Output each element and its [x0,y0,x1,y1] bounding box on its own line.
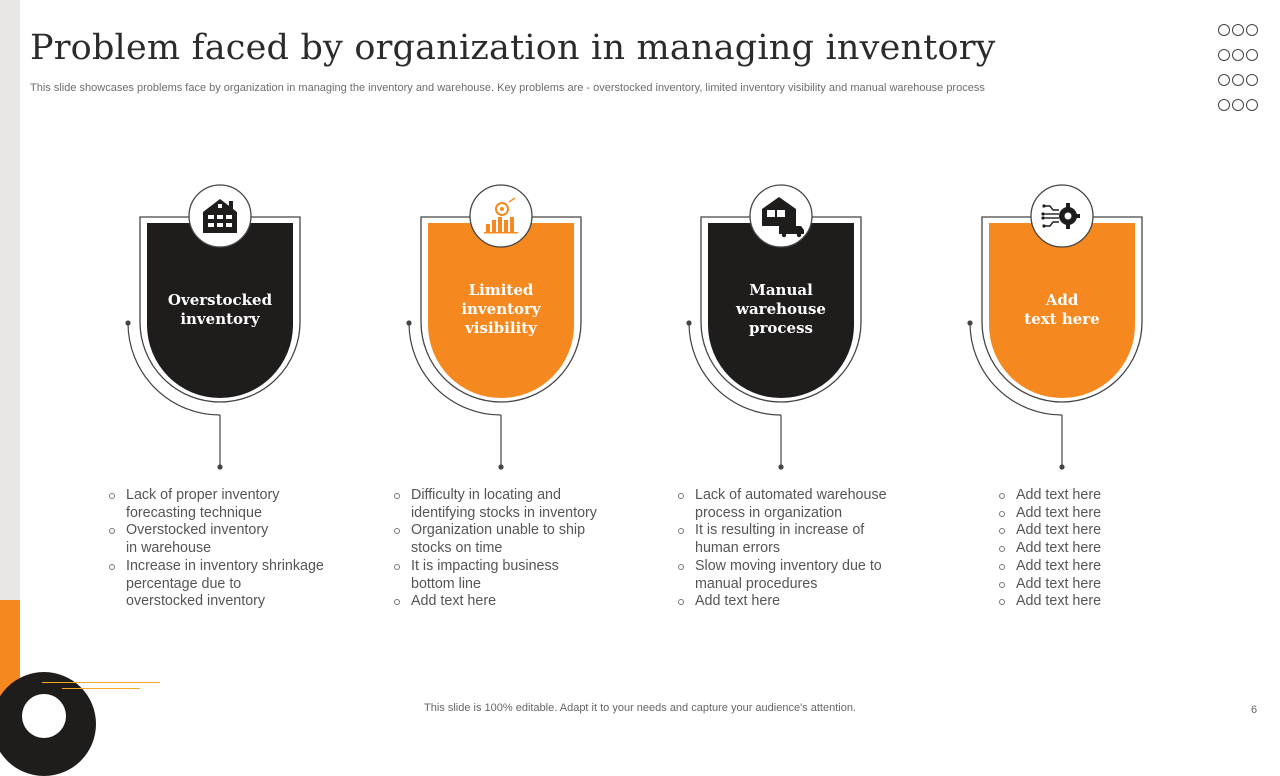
list-item: Add text here [998,522,1101,540]
inventory-chart-icon [471,186,531,246]
decorative-line [62,688,140,689]
list-item: Add text here [998,576,1101,594]
list-item: Add text here [998,593,1101,611]
decorative-line [42,682,160,683]
list-item: Add text here [998,540,1101,558]
dot-grid-decoration [1218,24,1266,124]
stem-dot [498,464,504,470]
card-shield [708,223,854,398]
slide-subtitle: This slide showcases problems face by or… [30,82,985,94]
left-accent-strip [0,0,20,720]
stem-dot [217,464,223,470]
arc-dot [125,320,131,326]
list-item: Add text here [998,558,1101,576]
list-item: Add text here [393,593,597,611]
list-item: Add text here [677,593,887,611]
icon-circle [469,184,533,248]
digital-gear-icon [1032,186,1092,246]
slide-title: Problem faced by organization in managin… [30,28,996,68]
warehouse-truck-icon [751,186,811,246]
card-shield [147,223,293,398]
card-shield [989,223,1135,398]
bullet-list-add-text: Add text here Add text here Add text her… [998,487,1101,611]
warehouse-building-icon [190,186,250,246]
list-item: Add text here [998,505,1101,523]
footer-note: This slide is 100% editable. Adapt it to… [424,702,856,714]
card-arc [408,322,502,416]
stem-dot [1059,464,1065,470]
list-item: Add text here [998,487,1101,505]
page-number: 6 [1251,704,1258,716]
arc-dot [686,320,692,326]
card-arc [969,322,1063,416]
arc-dot [406,320,412,326]
arc-dot [967,320,973,326]
card-arc [688,322,782,416]
stem-dot [778,464,784,470]
card-shield [428,223,574,398]
cards-graphic [125,184,1143,470]
card-arc [127,322,221,416]
